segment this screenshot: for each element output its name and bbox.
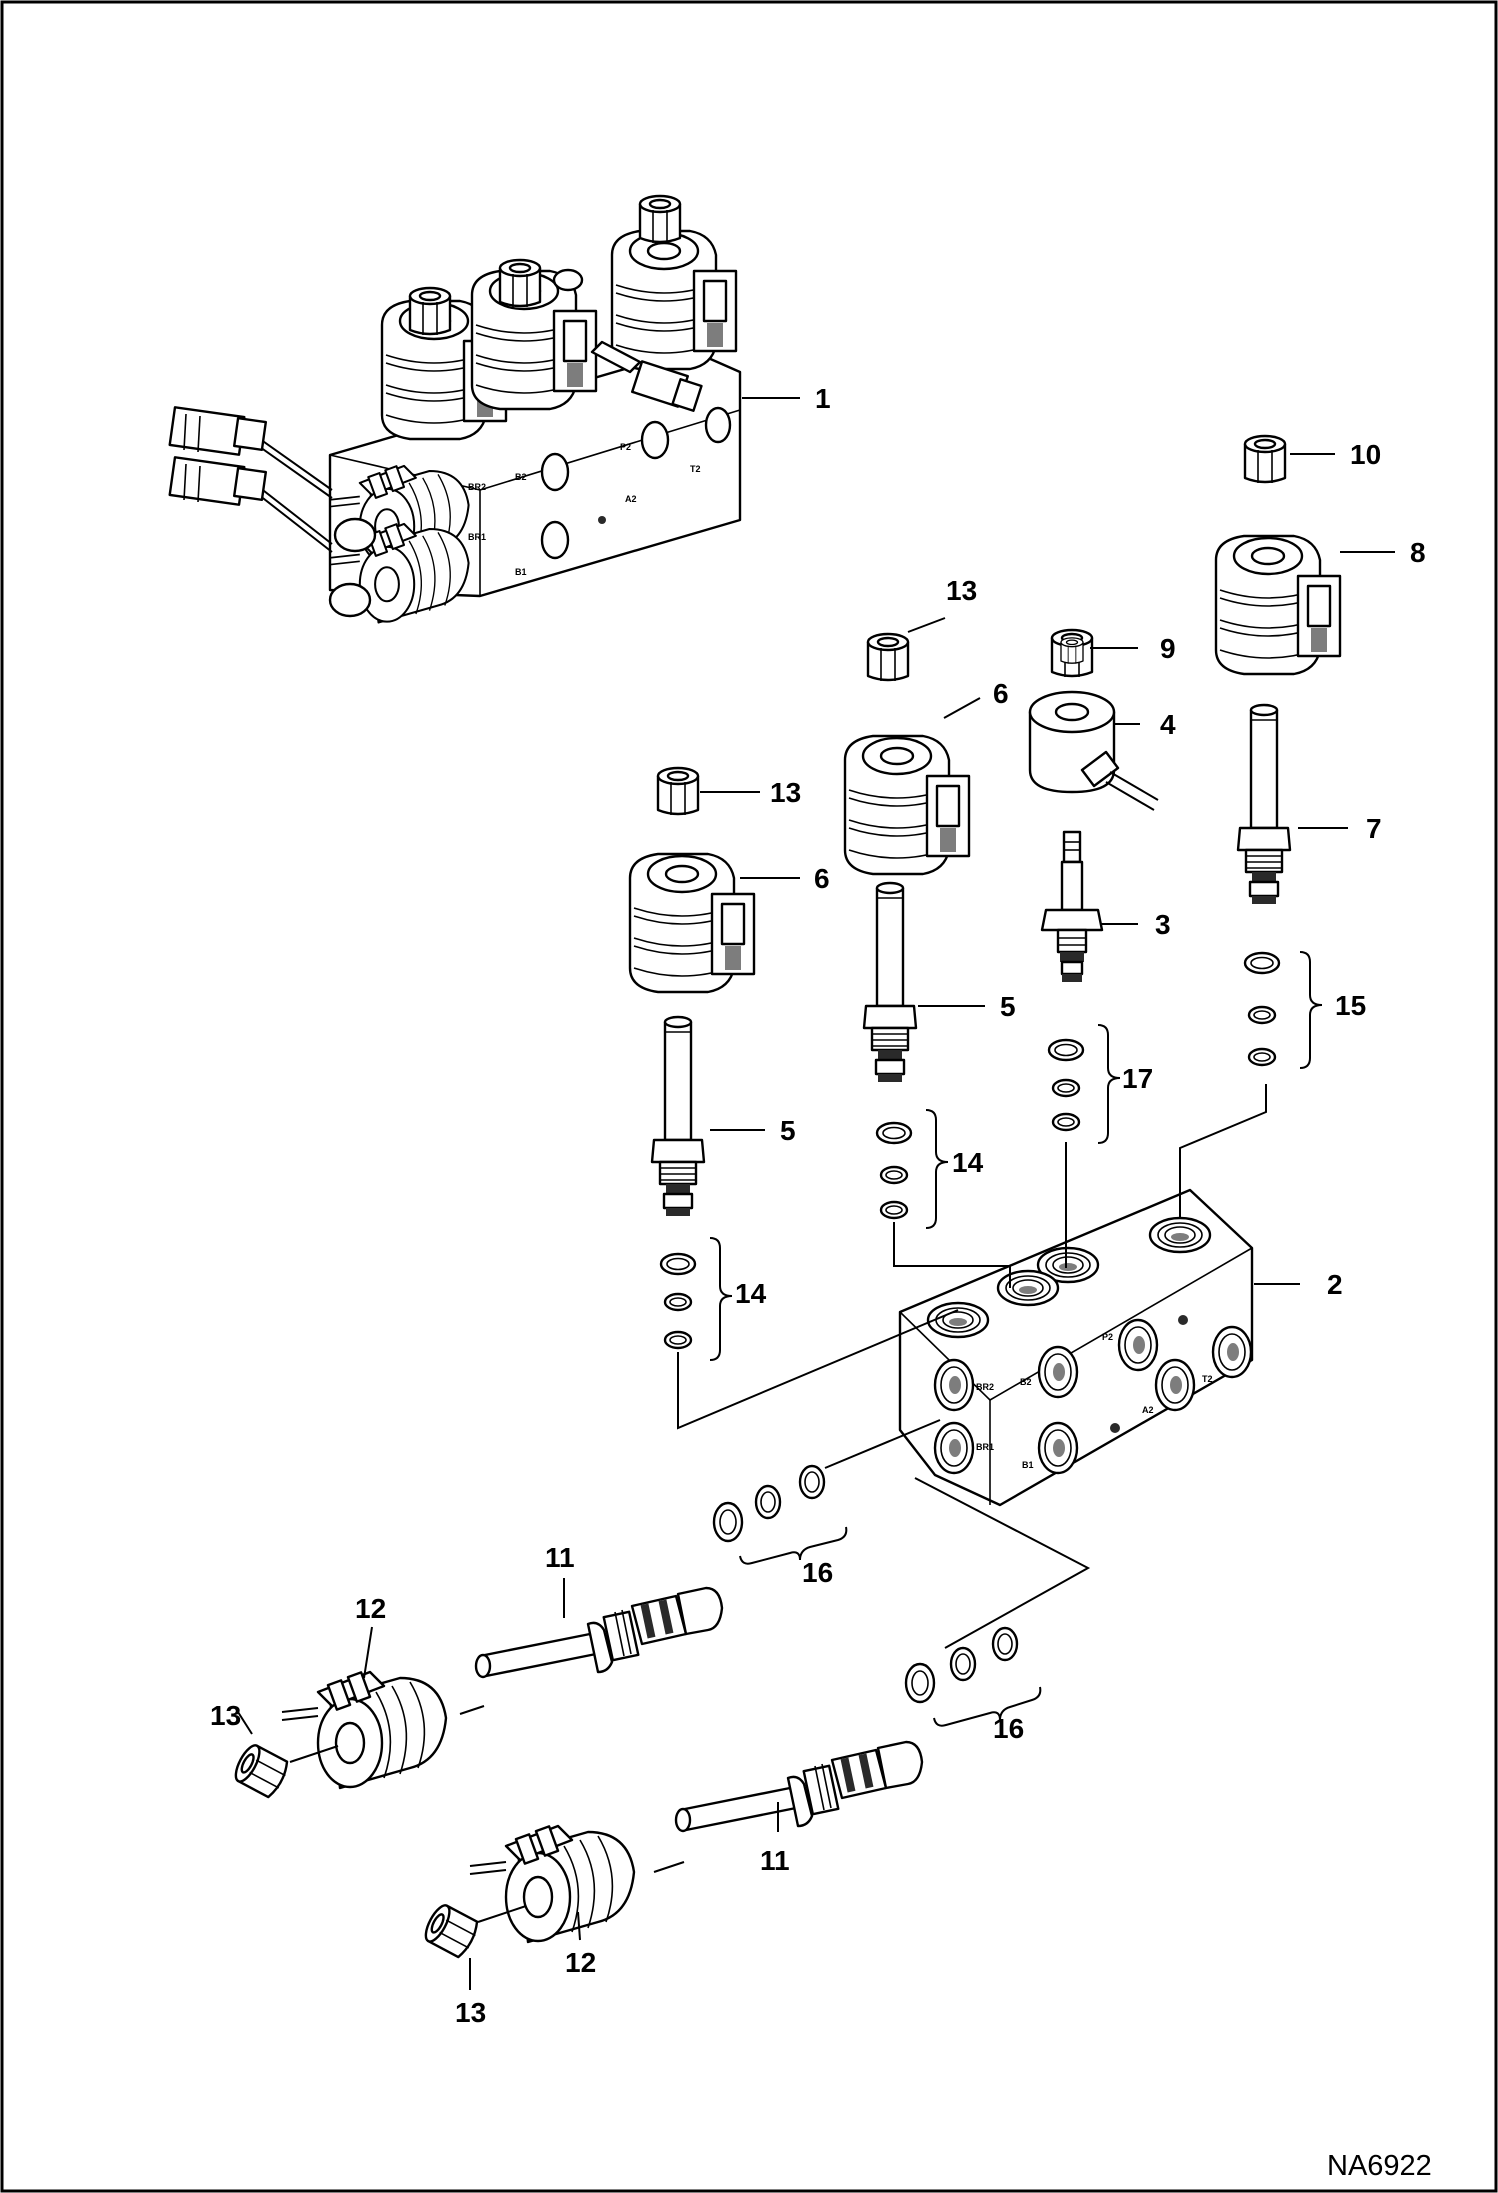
callout-12-upper: 12 <box>355 1593 386 1624</box>
solenoid-coil-item-4 <box>1028 690 1159 811</box>
assembly-port-br1: BR1 <box>468 532 486 542</box>
callout-10: 10 <box>1350 439 1381 470</box>
o-ring-icon <box>1243 951 1281 975</box>
callout-17: 17 <box>1122 1063 1153 1094</box>
callout-13-lower: 13 <box>455 1997 486 2028</box>
block-port-a2: A2 <box>1142 1405 1154 1415</box>
valve-assembly-icon: B2 P2 A2 T2 B1 BR2 BR1 <box>168 194 742 624</box>
cartridge-valve-item-3 <box>1040 830 1104 982</box>
solenoid-coil-icon <box>1214 534 1342 676</box>
callout-15: 15 <box>1335 990 1366 1021</box>
callout-14-mid: 14 <box>952 1147 984 1178</box>
assembly-port-b2: B2 <box>515 472 527 482</box>
horizontal-coil-upper <box>280 1670 448 1790</box>
block-port-b2: B2 <box>1020 1377 1032 1387</box>
assembly-port-br2: BR2 <box>468 482 486 492</box>
horizontal-cartridge-lower <box>674 1740 924 1833</box>
callout-6-mid: 6 <box>993 678 1009 709</box>
cartridge-valve-icon <box>1236 703 1292 906</box>
callout-14-left: 14 <box>735 1278 767 1309</box>
horizontal-cartridge-upper <box>474 1586 724 1679</box>
horizontal-coil-lower <box>468 1824 636 1944</box>
callout-16-lower: 16 <box>993 1713 1024 1744</box>
callout-3: 3 <box>1155 909 1171 940</box>
callout-9: 9 <box>1160 633 1176 664</box>
callout-13-lower-left: 13 <box>210 1700 241 1731</box>
callout-11-upper: 11 <box>545 1542 575 1573</box>
block-port-t2: T2 <box>1202 1374 1213 1384</box>
callout-8: 8 <box>1410 537 1426 568</box>
manifold-block-icon: B2 P2 A2 T2 B1 BR2 BR1 <box>898 1188 1254 1507</box>
hex-nut-icon <box>1243 434 1287 485</box>
block-port-br1: BR1 <box>976 1442 994 1452</box>
assembly-port-t2: T2 <box>690 464 701 474</box>
callout-16-upper: 16 <box>802 1557 833 1588</box>
callout-13-left: 13 <box>770 777 801 808</box>
block-port-br2: BR2 <box>976 1382 994 1392</box>
callout-6-left: 6 <box>814 863 830 894</box>
assembly-port-p2: P2 <box>620 442 631 452</box>
assembly-port-a2: A2 <box>625 494 637 504</box>
callout-2: 2 <box>1327 1269 1343 1300</box>
block-port-p2: P2 <box>1102 1332 1113 1342</box>
block-port-b1: B1 <box>1022 1460 1034 1470</box>
callout-5-left: 5 <box>780 1115 796 1146</box>
drawing-code: NA6922 <box>1327 2150 1432 2182</box>
assembly-port-b1: B1 <box>515 567 527 577</box>
callout-5-mid: 5 <box>1000 991 1016 1022</box>
callout-4: 4 <box>1160 709 1176 740</box>
callout-7: 7 <box>1366 813 1382 844</box>
callout-13-mid: 13 <box>946 575 977 606</box>
callout-1: 1 <box>815 383 831 414</box>
callout-12-lower: 12 <box>565 1947 596 1978</box>
callout-11-lower: 11 <box>760 1845 790 1876</box>
